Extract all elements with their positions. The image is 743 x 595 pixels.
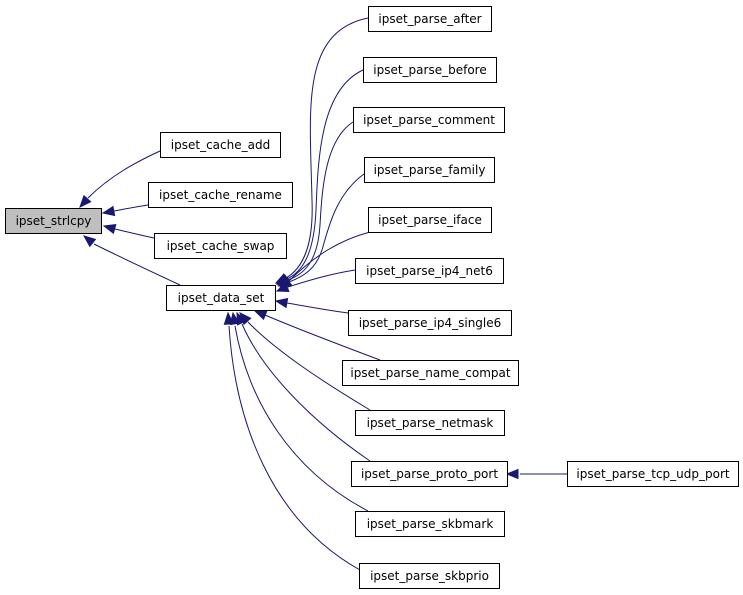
node-box[interactable] (355, 511, 505, 537)
node-ipset-data-set[interactable]: ipset_data_set (166, 285, 276, 311)
node-ipset-parse-ip4-single6[interactable]: ipset_parse_ip4_single6 (348, 310, 512, 336)
node-label: ipset_parse_family (374, 163, 486, 177)
node-ipset-parse-before[interactable]: ipset_parse_before (363, 57, 497, 83)
node-ipset-parse-skbprio[interactable]: ipset_parse_skbprio (359, 563, 500, 589)
edge-line (287, 121, 354, 281)
node-label: ipset_parse_comment (363, 113, 495, 127)
edge-line (264, 314, 381, 361)
edge-cache-swap-to-strlcpy (102, 223, 155, 239)
edge-cache-rename-to-strlcpy (101, 204, 149, 217)
edge-line (285, 17, 369, 279)
node-box[interactable] (148, 182, 293, 208)
node-box[interactable] (355, 258, 504, 284)
node-box[interactable] (351, 461, 508, 487)
edge-data-set-to-strlcpy (82, 235, 181, 286)
arrow-head-icon (505, 468, 519, 480)
edge-line (288, 231, 371, 282)
node-box[interactable] (160, 132, 281, 158)
node-label: ipset_cache_swap (167, 239, 275, 253)
node-ipset-parse-netmask[interactable]: ipset_parse_netmask (355, 410, 505, 436)
node-label: ipset_parse_iface (378, 213, 482, 227)
edge-line (287, 269, 356, 288)
node-box[interactable] (355, 410, 505, 436)
arrow-head-icon (223, 311, 235, 325)
edge-line (286, 69, 364, 280)
arrow-head-icon (101, 205, 116, 217)
edge-parse-skbmark-to-data-set (229, 311, 369, 512)
arrow-head-icon (82, 235, 97, 248)
arrow-head-icon (253, 310, 268, 321)
node-box[interactable] (5, 208, 102, 234)
node-label: ipset_parse_skbmark (367, 517, 494, 531)
node-box[interactable] (154, 233, 287, 259)
edge-line (93, 243, 181, 286)
edge-line (247, 321, 371, 411)
edge-parse-tcp-udp-port-to-parse-proto-port (505, 468, 567, 480)
node-box[interactable] (364, 157, 495, 183)
node-box[interactable] (353, 107, 505, 133)
arrow-head-icon (102, 223, 117, 235)
node-ipset-parse-after[interactable]: ipset_parse_after (368, 6, 492, 32)
node-label: ipset_cache_rename (159, 188, 282, 202)
edge-line (241, 323, 371, 462)
node-ipset-parse-proto-port[interactable]: ipset_parse_proto_port (351, 461, 508, 487)
node-label: ipset_parse_ip4_single6 (359, 316, 502, 330)
node-label: ipset_cache_add (171, 138, 270, 152)
edge-parse-skbprio-to-data-set (223, 311, 361, 571)
node-ipset-cache-add[interactable]: ipset_cache_add (160, 132, 281, 158)
edges-layer (79, 17, 567, 571)
node-box[interactable] (567, 461, 739, 487)
node-label: ipset_parse_skbprio (370, 569, 489, 583)
edge-line (228, 325, 361, 571)
node-ipset-parse-comment[interactable]: ipset_parse_comment (353, 107, 505, 133)
node-ipset-parse-family[interactable]: ipset_parse_family (364, 157, 495, 183)
node-ipset-parse-name-compat[interactable]: ipset_parse_name_compat (342, 360, 519, 386)
nodes-layer: ipset_strlcpy ipset_cache_add ipset_cache_… (5, 6, 739, 589)
node-label: ipset_parse_proto_port (361, 467, 498, 481)
node-label: ipset_parse_tcp_udp_port (576, 467, 729, 481)
arrow-head-icon (275, 282, 290, 292)
node-box[interactable] (359, 563, 500, 589)
edge-parse-ip4-net6-to-data-set (275, 269, 356, 292)
node-ipset-parse-tcp-udp-port[interactable]: ipset_parse_tcp_udp_port (567, 461, 739, 487)
node-ipset-cache-swap[interactable]: ipset_cache_swap (154, 233, 287, 259)
edge-line (288, 173, 365, 283)
edge-parse-ip4-single6-to-data-set (274, 297, 349, 314)
node-label: ipset_parse_before (373, 63, 486, 77)
edge-parse-after-to-data-set (274, 17, 369, 284)
node-label: ipset_strlcpy (16, 214, 92, 228)
node-box[interactable] (368, 6, 492, 32)
node-box[interactable] (166, 285, 276, 311)
node-ipset-parse-ip4-net6[interactable]: ipset_parse_ip4_net6 (355, 258, 504, 284)
node-box[interactable] (348, 310, 512, 336)
node-label: ipset_parse_name_compat (350, 366, 510, 380)
edge-cache-add-to-strlcpy (79, 150, 161, 208)
node-ipset-parse-iface[interactable]: ipset_parse_iface (368, 207, 492, 233)
node-ipset-strlcpy[interactable]: ipset_strlcpy (5, 208, 102, 234)
node-label: ipset_parse_netmask (367, 416, 494, 430)
node-box[interactable] (368, 207, 492, 233)
node-box[interactable] (363, 57, 497, 83)
arrow-head-icon (236, 311, 247, 326)
edge-line (113, 204, 149, 212)
node-label: ipset_data_set (178, 291, 265, 305)
node-ipset-parse-skbmark[interactable]: ipset_parse_skbmark (355, 511, 505, 537)
edge-parse-before-to-data-set (275, 69, 364, 285)
arrow-head-icon (274, 297, 289, 309)
edge-line (234, 325, 369, 512)
node-ipset-cache-rename[interactable]: ipset_cache_rename (148, 182, 293, 208)
node-label: ipset_parse_after (378, 12, 481, 26)
edge-line (87, 150, 161, 199)
edge-parse-proto-port-to-data-set (236, 311, 371, 462)
edge-line (286, 302, 349, 314)
node-box[interactable] (342, 360, 519, 386)
arrow-head-icon (79, 194, 92, 208)
edge-line (114, 228, 155, 239)
node-label: ipset_parse_ip4_net6 (366, 264, 493, 278)
